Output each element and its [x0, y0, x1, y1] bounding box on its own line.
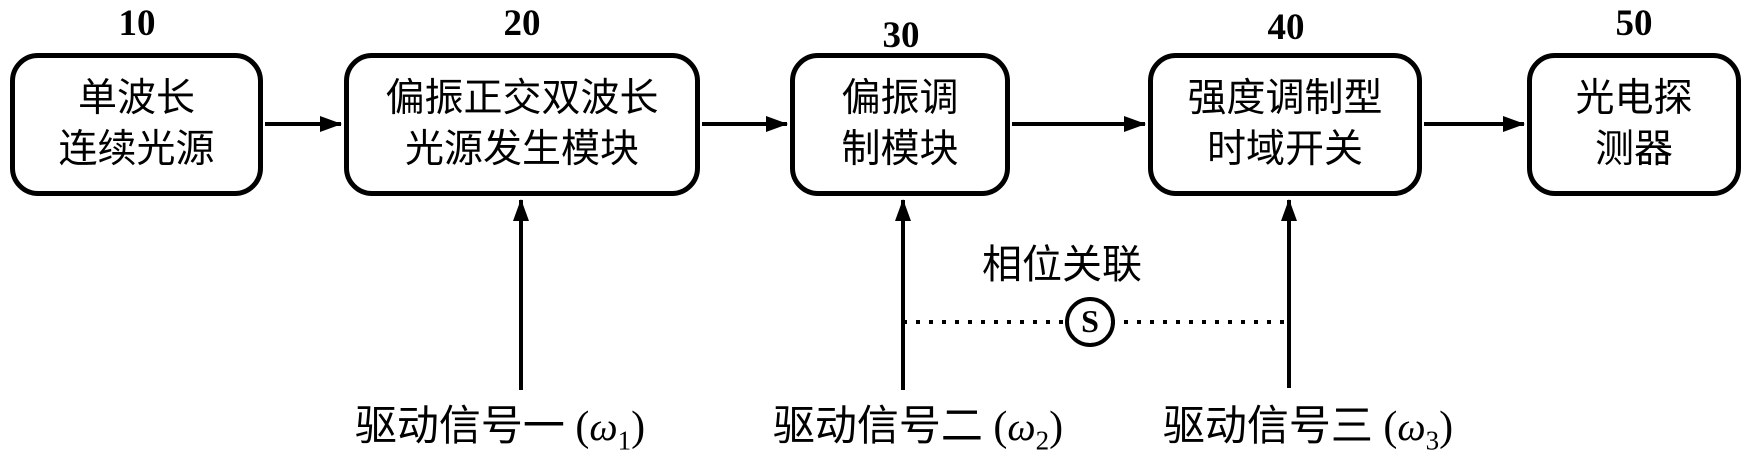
- drive-signal-close: ): [1049, 404, 1064, 450]
- sync-source-circle: [1065, 297, 1115, 347]
- omega-subscript: 1: [617, 425, 632, 456]
- ref-number-30: 30: [882, 15, 920, 56]
- omega-symbol: ω: [1007, 404, 1036, 449]
- drive-signal-close: ): [631, 404, 646, 450]
- block-label-line: 光源发生模块: [404, 127, 639, 171]
- drive-signal-2-label: 驱动信号二 (ω2): [772, 392, 1064, 456]
- omega-subscript: 2: [1035, 425, 1050, 456]
- ref-number-50: 50: [1615, 3, 1653, 44]
- block-label-line: 单波长: [77, 76, 195, 120]
- drive-signal-close: ): [1439, 404, 1454, 450]
- ref-number-10: 10: [118, 3, 156, 44]
- block-40-intensity-modulated-time-switch: 强度调制型 时域开关: [1148, 53, 1422, 196]
- drive-signal-text: 驱动信号二 (: [772, 404, 1008, 450]
- sync-source-symbol: S: [1081, 302, 1099, 339]
- block-30-polarization-modulation-module: 偏振调 制模块: [790, 53, 1010, 196]
- omega-symbol: ω: [589, 404, 618, 449]
- drive-signal-3-label: 驱动信号三 (ω3): [1162, 392, 1454, 456]
- block-10-single-wavelength-cw-source: 单波长 连续光源: [10, 53, 263, 196]
- block-label-line: 偏振调: [841, 76, 959, 120]
- block-label-line: 连续光源: [58, 127, 215, 171]
- drive-signal-1-label: 驱动信号一 (ω1): [354, 392, 646, 456]
- block-label-line: 测器: [1594, 127, 1673, 171]
- phase-correlation-label: 相位关联: [982, 242, 1142, 287]
- drive-signal-text: 驱动信号三 (: [1162, 404, 1398, 450]
- block-label-line: 强度调制型: [1187, 76, 1383, 120]
- block-50-photodetector: 光电探 测器: [1527, 53, 1741, 196]
- block-label-line: 偏振正交双波长: [385, 76, 659, 120]
- ref-number-40: 40: [1267, 7, 1305, 48]
- block-20-dual-wavelength-source-module: 偏振正交双波长 光源发生模块: [344, 53, 700, 196]
- drive-signal-text: 驱动信号一 (: [354, 404, 590, 450]
- block-label-line: 制模块: [841, 127, 959, 171]
- block-label-line: 时域开关: [1206, 127, 1363, 171]
- omega-symbol: ω: [1397, 404, 1426, 449]
- block-label-line: 光电探: [1575, 76, 1693, 120]
- ref-number-20: 20: [503, 3, 541, 44]
- omega-subscript: 3: [1425, 425, 1440, 456]
